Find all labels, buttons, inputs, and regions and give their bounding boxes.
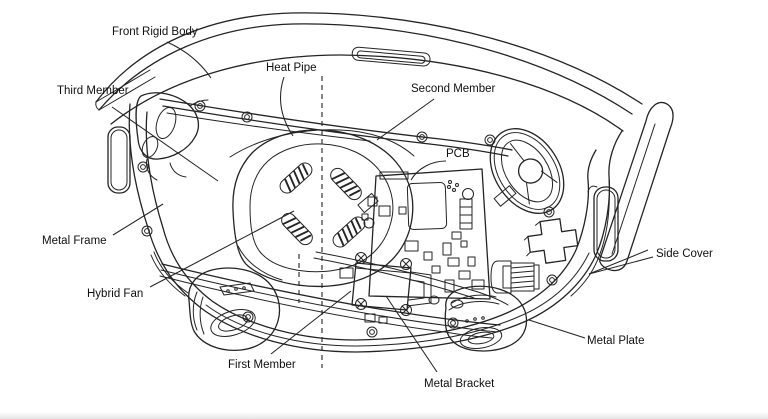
leader-second-member bbox=[376, 98, 435, 141]
label-metal-frame: Metal Frame bbox=[42, 235, 107, 247]
label-heat-pipe: Heat Pipe bbox=[266, 62, 317, 74]
leader-front-rigid-body bbox=[166, 41, 212, 79]
diamond-chip-left bbox=[357, 192, 379, 214]
leader-first-member bbox=[270, 290, 352, 355]
hybrid-fan-assembly bbox=[232, 129, 414, 288]
leader-hybrid-fan bbox=[149, 210, 295, 288]
ribbed-connector bbox=[490, 260, 540, 294]
metal-bracket-drawing bbox=[351, 252, 432, 324]
label-first-member: First Member bbox=[228, 359, 296, 371]
leader-heat-pipe bbox=[280, 76, 294, 137]
fan-slot-sw bbox=[281, 212, 313, 246]
leader-side-cover-upper bbox=[588, 249, 649, 275]
fan-slot-nw bbox=[279, 162, 313, 194]
label-side-cover: Side Cover bbox=[656, 248, 713, 260]
bracket-screw bbox=[355, 298, 367, 310]
labels: Front Rigid Body Heat Pipe Third Member … bbox=[42, 26, 713, 390]
scan-edge-artifact bbox=[0, 412, 768, 419]
leader-pcb bbox=[410, 160, 447, 181]
leader-side-cover bbox=[588, 256, 654, 275]
right-strap-arm bbox=[587, 101, 674, 272]
label-third-member: Third Member bbox=[57, 85, 129, 97]
label-metal-bracket: Metal Bracket bbox=[424, 378, 495, 390]
frame-screws bbox=[137, 100, 558, 338]
label-pcb: PCB bbox=[446, 148, 470, 160]
head-strap bbox=[95, 12, 643, 132]
heat-pipe-rail bbox=[159, 98, 513, 158]
screw bbox=[141, 225, 153, 237]
section-lines bbox=[298, 76, 323, 368]
diamond-chip-right bbox=[493, 185, 517, 207]
label-metal-plate: Metal Plate bbox=[587, 335, 645, 347]
vent-slot bbox=[351, 46, 431, 67]
label-front-rigid-body: Front Rigid Body bbox=[112, 26, 198, 38]
label-second-member: Second Member bbox=[411, 83, 496, 95]
fan-slot-ne bbox=[330, 167, 362, 201]
fan-slot-se bbox=[332, 216, 366, 248]
bottom-right-pod bbox=[444, 285, 528, 352]
leader-metal-bracket bbox=[385, 295, 438, 373]
left-strap-pad bbox=[107, 126, 131, 194]
pcb-board bbox=[339, 168, 517, 309]
cross-cutout bbox=[523, 218, 579, 264]
leader-third-member bbox=[111, 106, 219, 182]
label-hybrid-fan: Hybrid Fan bbox=[87, 288, 143, 300]
screw bbox=[484, 134, 496, 146]
top-right-blower-fan bbox=[489, 128, 565, 214]
bottom-left-pod bbox=[188, 267, 281, 351]
leader-metal-plate bbox=[528, 319, 586, 339]
leader-lines bbox=[111, 41, 654, 373]
screw bbox=[366, 326, 378, 338]
leader-metal-frame bbox=[112, 203, 164, 236]
